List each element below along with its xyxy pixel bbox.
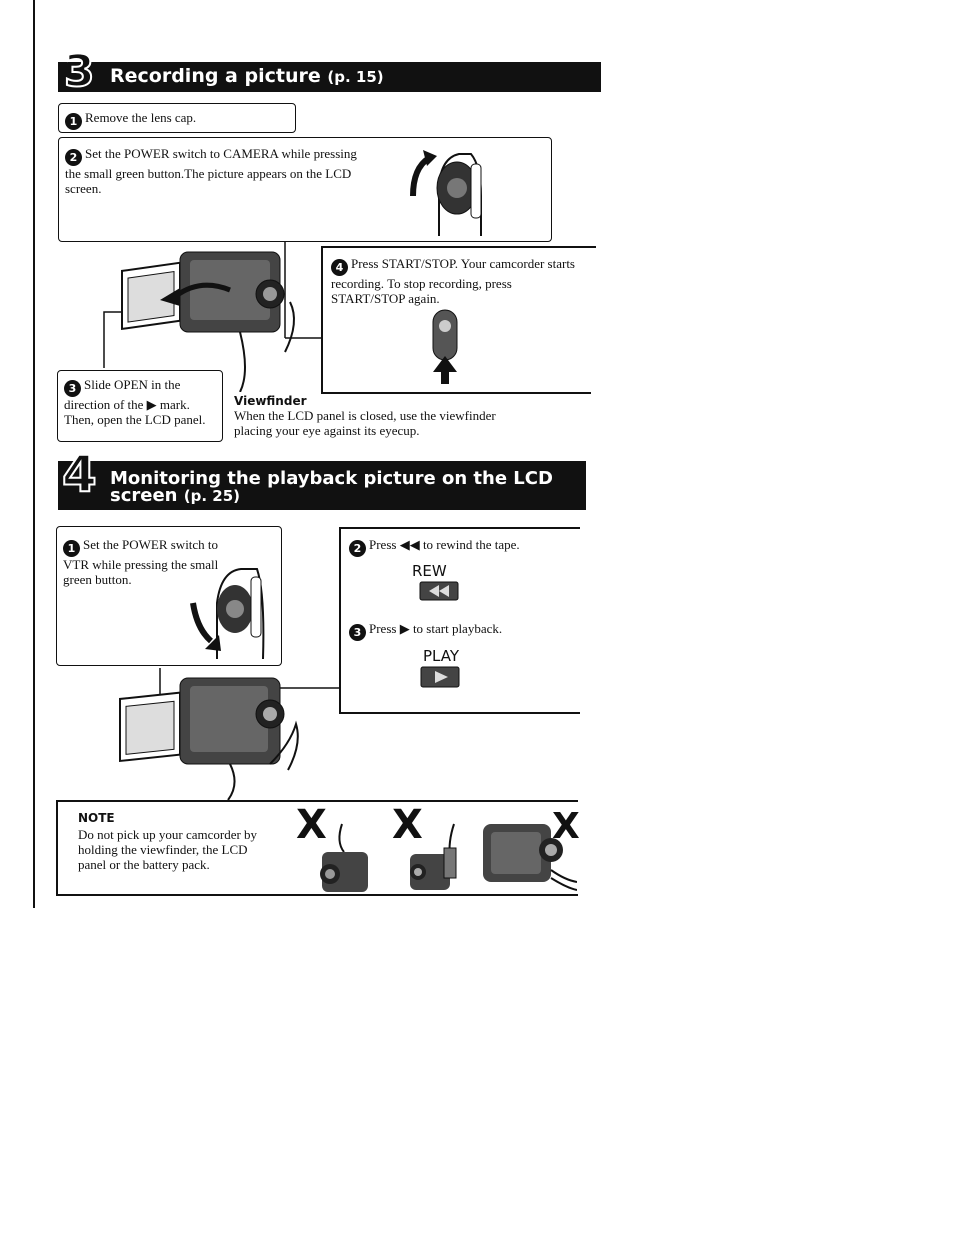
- section3-title: Recording a picture (p. 15): [110, 65, 384, 87]
- section4-title-line1: Monitoring the playback picture on the L…: [110, 468, 553, 489]
- wrong-hold-lcd-illustration: [410, 823, 457, 890]
- rew-label: REW: [412, 562, 447, 580]
- camcorder-playback-illustration: [119, 668, 340, 800]
- viewfinder-note: Viewfinder When the LCD panel is closed,…: [234, 394, 524, 438]
- step-number-badge: 1: [65, 113, 82, 130]
- rew-button-icon: [419, 581, 459, 601]
- viewfinder-heading: Viewfinder: [234, 394, 307, 408]
- note-box: NOTE Do not pick up your camcorder by ho…: [56, 800, 580, 896]
- step-number-badge: 2: [65, 149, 82, 166]
- playback-step3-text: Press ▶ to start playback.: [369, 621, 503, 636]
- step1-text: Remove the lens cap.: [85, 110, 197, 125]
- section4-number: 4: [61, 444, 98, 504]
- section4-page-ref: (p. 25): [183, 487, 241, 505]
- step-number-badge: 4: [331, 259, 348, 276]
- step-number-badge: 2: [349, 540, 366, 557]
- page-margin-line: [33, 0, 35, 908]
- playback-step1-text: Set the POWER switch to VTR while pressi…: [63, 537, 219, 587]
- section3-page-ref: (p. 15): [327, 68, 384, 86]
- play-label: PLAY: [423, 647, 460, 665]
- start-stop-button-illustration: [432, 309, 458, 384]
- x-mark-2: X: [392, 802, 423, 848]
- wrong-hold-viewfinder-illustration: [320, 823, 368, 892]
- x-mark-3: X: [552, 806, 580, 847]
- step-number-badge: 1: [63, 540, 80, 557]
- section3-header: 3 Recording a picture (p. 15): [58, 45, 601, 98]
- playback-step2-text: Press ◀◀ to rewind the tape.: [369, 537, 520, 552]
- play-button-icon: [420, 666, 460, 688]
- section4-header: 4 Monitoring the playback picture on the…: [58, 444, 586, 510]
- note-heading: NOTE: [78, 811, 115, 825]
- section3-title-text: Recording a picture: [110, 65, 321, 87]
- camcorder-lcd-open-illustration: [103, 242, 322, 392]
- step3-text: Slide OPEN in the direction of the ▶ mar…: [64, 377, 206, 427]
- section3-number: 3: [63, 45, 96, 98]
- wrong-hold-battery-illustration: [483, 824, 577, 891]
- section4-title-line2: screen: [110, 485, 178, 506]
- viewfinder-text: When the LCD panel is closed, use the vi…: [234, 408, 496, 438]
- step-number-badge: 3: [349, 624, 366, 641]
- power-switch-illustration: [410, 150, 482, 236]
- vtr-switch-illustration: [190, 568, 265, 659]
- step-number-badge: 3: [64, 380, 81, 397]
- step2-text: Set the POWER switch to CAMERA while pre…: [65, 146, 357, 196]
- step4-text: Press START/STOP. Your camcorder starts …: [331, 256, 575, 306]
- x-mark-1: X: [296, 802, 327, 848]
- section4-title: Monitoring the playback picture on the L…: [110, 470, 553, 505]
- note-text: Do not pick up your camcorder by holding…: [78, 827, 258, 872]
